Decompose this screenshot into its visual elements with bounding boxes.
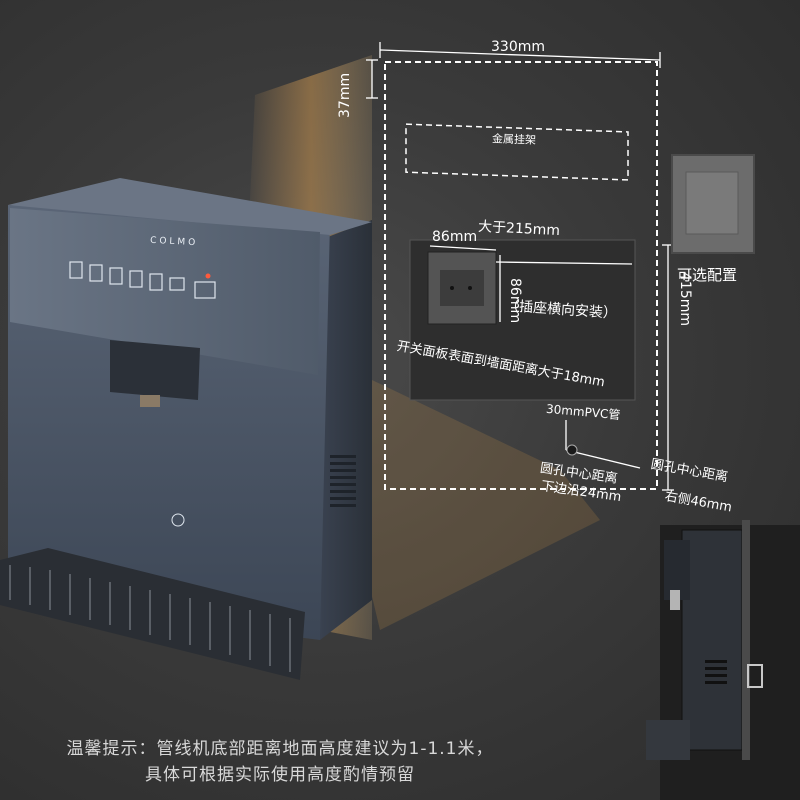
- gap-label: 大于215mm: [477, 218, 561, 240]
- optional-switch: [671, 154, 755, 254]
- dimension-lines: [366, 42, 674, 491]
- drip-tray: [0, 548, 305, 680]
- machine-side: [320, 220, 372, 640]
- metal-bracket-outline: [405, 123, 629, 181]
- outlet-width-label: 86mm: [432, 229, 478, 245]
- pvc-hole: [566, 444, 578, 456]
- drip-tray-grill: [9, 565, 291, 672]
- caption-line-1: 温馨提示：管线机底部距离地面高度建议为1-1.1米，: [66, 739, 494, 759]
- side-vent: [330, 455, 356, 507]
- width-label: 330mm: [491, 39, 545, 55]
- caption-line-2: 具体可根据实际使用高度酌情预留: [145, 765, 415, 785]
- metal-bracket-label: 金属挂架: [491, 132, 537, 147]
- socket: [427, 251, 497, 325]
- mounting-outline: [384, 61, 658, 490]
- control-panel: [10, 208, 320, 375]
- panel-buttons: [69, 261, 216, 299]
- logo-mark-icon: [171, 513, 185, 527]
- machine-top: [8, 178, 372, 235]
- light-beam-lower: [330, 380, 600, 630]
- side-view: [646, 520, 800, 800]
- optional-label: 可选配置: [677, 266, 738, 284]
- top-offset-label: 37mm: [337, 72, 353, 118]
- power-indicator: [205, 273, 211, 279]
- dispenser-head: [110, 340, 200, 400]
- dispenser-nozzle: [140, 395, 160, 407]
